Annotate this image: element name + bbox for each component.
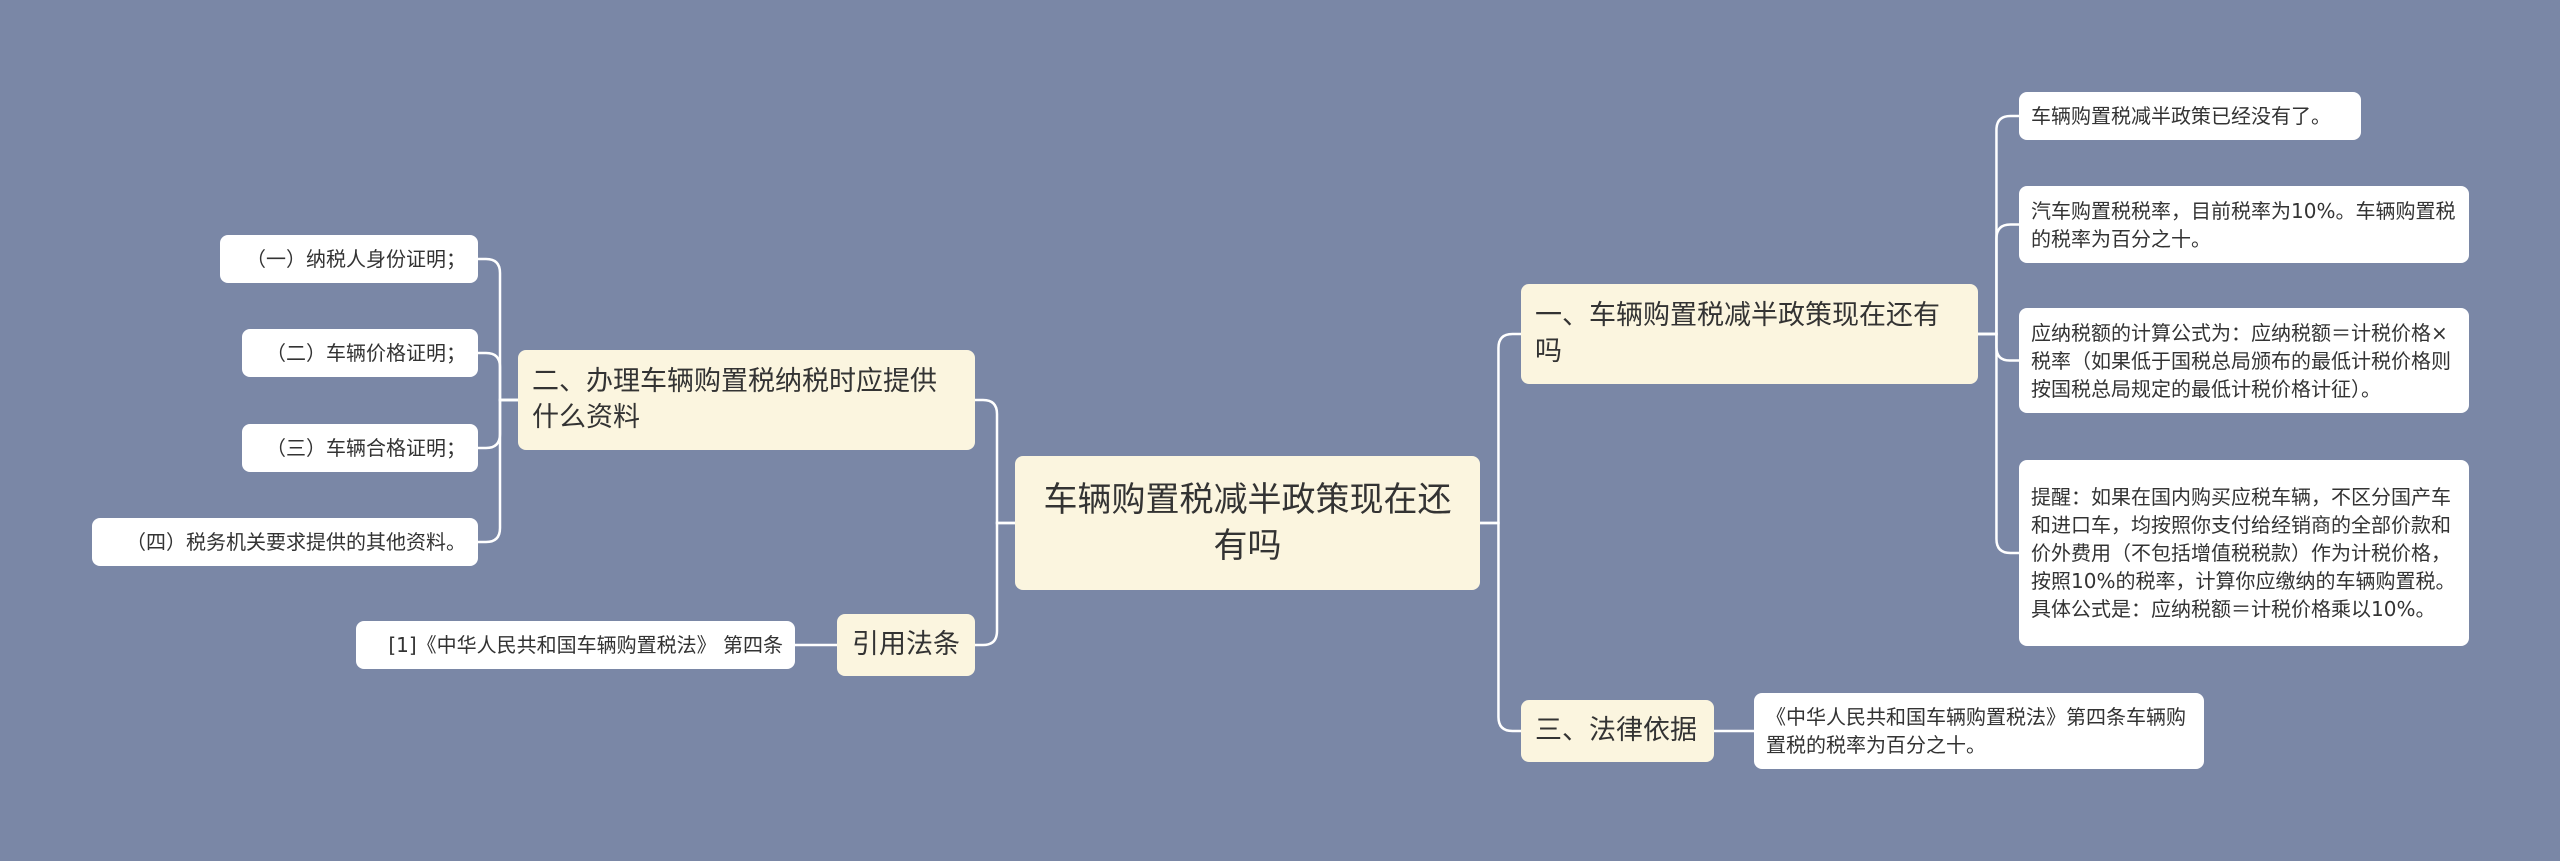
leaf-legal-article[interactable]: 《中华人民共和国车辆购置税法》第四条车辆购置税的税率为百分之十。 bbox=[1754, 693, 2204, 769]
leaf-cited-article[interactable]: [1]《中华人民共和国车辆购置税法》 第四条 bbox=[356, 621, 795, 669]
leaf-reminder[interactable]: 提醒：如果在国内购买应税车辆，不区分国产车和进口车，均按照你支付给经销商的全部价… bbox=[2019, 460, 2469, 646]
root-topic[interactable]: 车辆购置税减半政策现在还有吗 bbox=[1015, 456, 1480, 590]
link-id-proof bbox=[478, 257, 518, 402]
leaf-price-proof[interactable]: （二）车辆价格证明； bbox=[242, 329, 478, 377]
link-root-policy-status bbox=[1480, 332, 1521, 525]
link-policy-ended bbox=[1978, 114, 2019, 336]
link-root-legal-basis bbox=[1480, 521, 1521, 733]
leaf-tax-rate[interactable]: 汽车购置税税率，目前税率为10%。车辆购置税的税率为百分之十。 bbox=[2019, 186, 2469, 263]
leaf-tax-formula[interactable]: 应纳税额的计算公式为：应纳税额＝计税价格×税率（如果低于国税总局颁布的最低计税价… bbox=[2019, 308, 2469, 413]
branch-required-documents[interactable]: 二、办理车辆购置税纳税时应提供什么资料 bbox=[518, 350, 975, 450]
link-reminder bbox=[1978, 332, 2019, 555]
link-certificate-proof bbox=[478, 398, 518, 450]
link-tax-rate bbox=[1978, 223, 2019, 336]
leaf-certificate-proof[interactable]: （三）车辆合格证明； bbox=[242, 424, 478, 472]
leaf-other-documents[interactable]: （四）税务机关要求提供的其他资料。 bbox=[92, 518, 478, 566]
branch-policy-status[interactable]: 一、车辆购置税减半政策现在还有吗 bbox=[1521, 284, 1978, 384]
leaf-id-proof[interactable]: （一）纳税人身份证明； bbox=[220, 235, 478, 283]
link-root-required-documents bbox=[975, 398, 1015, 525]
branch-cited-law[interactable]: 引用法条 bbox=[837, 614, 975, 676]
link-root-cited-law bbox=[975, 521, 1015, 647]
link-tax-formula bbox=[1978, 332, 2019, 362]
link-other-documents bbox=[478, 398, 518, 544]
link-price-proof bbox=[478, 351, 518, 402]
leaf-policy-ended[interactable]: 车辆购置税减半政策已经没有了。 bbox=[2019, 92, 2361, 140]
branch-legal-basis[interactable]: 三、法律依据 bbox=[1521, 700, 1714, 762]
